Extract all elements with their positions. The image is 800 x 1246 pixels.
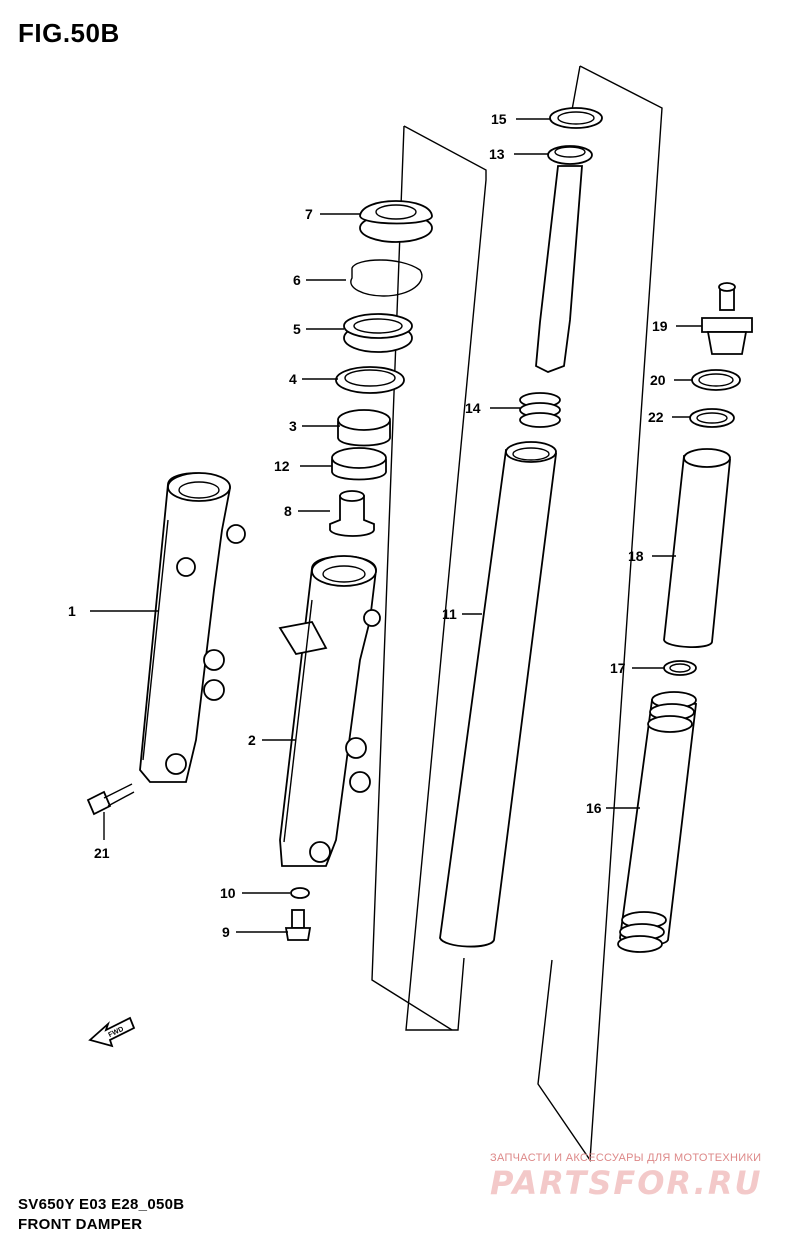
inner-tube-group-frame [371,125,487,1031]
part-18-spacer [663,448,731,648]
spring-group-frame [537,65,663,1163]
figure-name: FRONT DAMPER [18,1216,143,1233]
part-15-seal-ring [549,107,603,129]
callout-1: 1 [68,603,76,619]
callout-13: 13 [489,146,505,162]
callout-2: 2 [248,732,256,748]
part-14-rebound-spring [519,392,561,428]
leader-lines [90,118,702,933]
callout-7: 7 [305,206,313,222]
part-8-oil-lock-piece [329,490,375,537]
part-22-washer [689,408,735,428]
callout-16: 16 [586,800,602,816]
callout-15: 15 [491,111,507,127]
callout-8: 8 [284,503,292,519]
callout-6: 6 [293,272,301,288]
callout-14: 14 [465,400,481,416]
callout-18: 18 [628,548,644,564]
callout-labels: 1 2 3 4 5 6 7 8 9 10 11 12 13 14 15 16 1… [68,111,668,940]
part-20-o-ring [691,369,741,391]
callout-11: 11 [442,606,457,622]
callout-21: 21 [94,845,110,861]
part-1-fork-leg [139,472,246,783]
part-19-cap-bolt [701,282,753,355]
watermark-logo: PARTSFOR.RU [490,1164,763,1202]
part-6-snap-ring [350,259,423,297]
callout-5: 5 [293,321,301,337]
part-9-damper-bolt [284,909,312,941]
part-21-bolt [86,783,135,816]
part-10-gasket [290,887,310,899]
callout-20: 20 [650,372,666,388]
callout-3: 3 [289,418,297,434]
part-3-slide-bushing [337,409,391,447]
forward-direction-arrow-icon: FWD [88,1016,136,1048]
part-12-guide-bushing [331,447,387,481]
part-11-inner-tube [439,441,558,948]
callout-12: 12 [274,458,290,474]
part-2-fork-leg [278,555,381,867]
part-5-oil-seal [343,313,413,353]
callout-17: 17 [610,660,626,676]
part-7-dust-seal [359,200,433,243]
callout-9: 9 [222,924,230,940]
figure-title: FIG.50B [18,18,120,48]
part-16-fork-spring [617,691,698,953]
callout-22: 22 [648,409,664,425]
part-13-piston-ring [547,145,593,165]
callout-10: 10 [220,885,236,901]
callout-4: 4 [289,371,297,387]
damper-rod [535,165,583,373]
model-code: SV650Y E03 E28_050B [18,1196,185,1213]
callout-19: 19 [652,318,668,334]
part-17-spring-seat [663,660,697,676]
watermark-subtitle: ЗАПЧАСТИ И АКСЕССУАРЫ ДЛЯ МОТОТЕХНИКИ [490,1152,762,1164]
part-4-washer [335,366,405,394]
